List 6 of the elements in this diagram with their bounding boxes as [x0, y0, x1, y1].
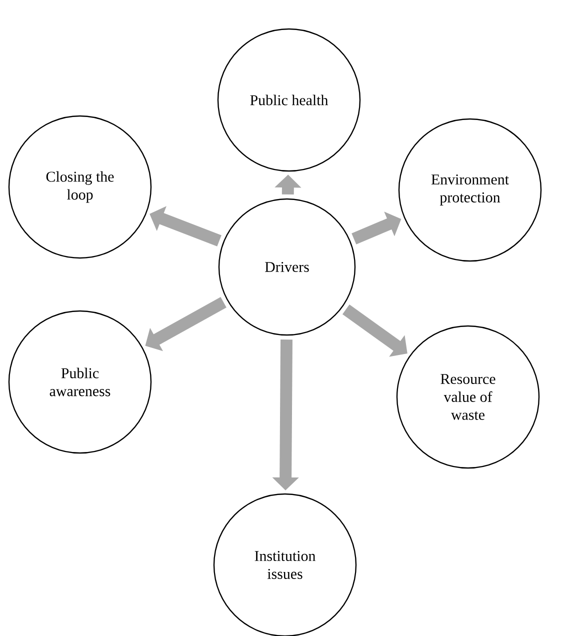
- circle-node: Resource value of waste: [396, 325, 540, 469]
- circle-node: Closing the loop: [8, 115, 152, 259]
- circle-node: Public health: [217, 28, 361, 172]
- circle-node: Drivers: [218, 198, 356, 336]
- circle-node: Public awareness: [8, 310, 152, 454]
- circle-node: Environment protection: [398, 118, 542, 262]
